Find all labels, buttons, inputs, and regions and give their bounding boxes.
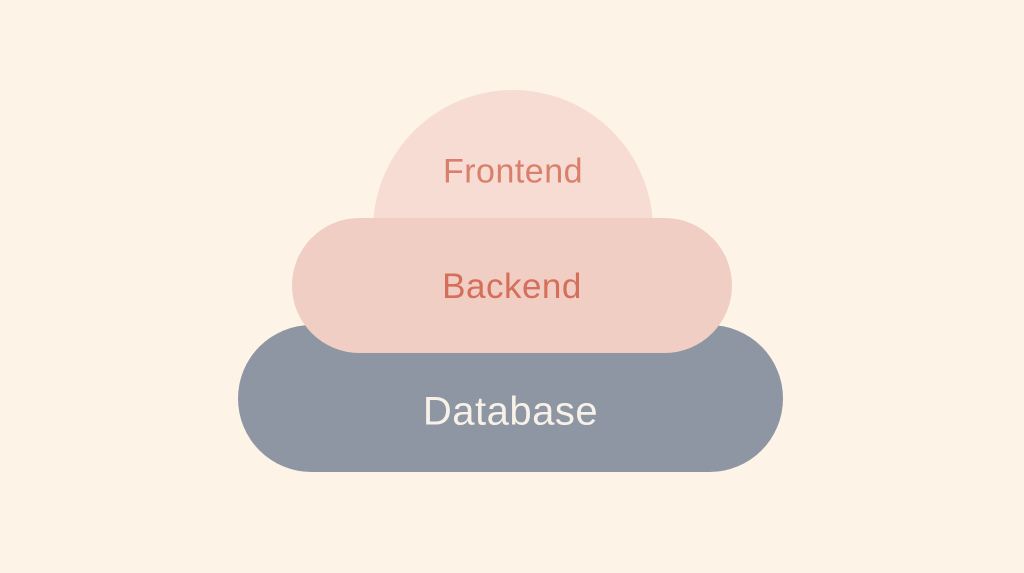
backend-layer-label: Backend [442,267,582,306]
database-layer-label: Database [422,389,599,434]
database-layer-shape: Database [238,325,783,472]
backend-layer-shape: Backend [292,218,732,353]
frontend-layer-label: Frontend [442,152,584,191]
